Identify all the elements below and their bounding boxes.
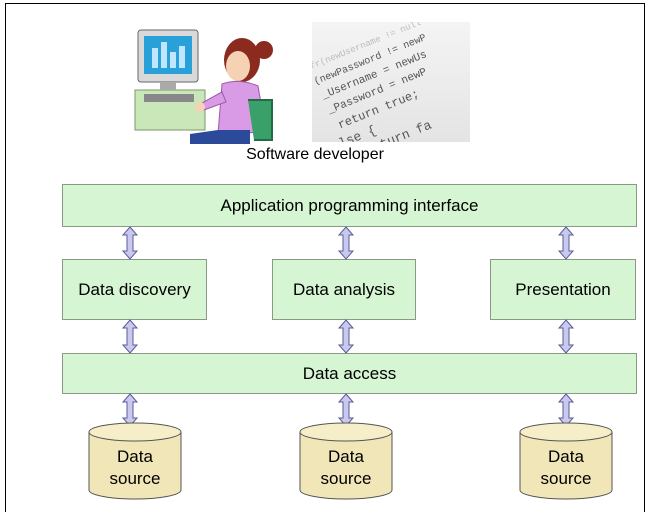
developer-at-computer-icon — [134, 29, 273, 144]
data-discovery-box: Data discovery — [62, 259, 207, 320]
data-access-label: Data access — [302, 363, 397, 383]
data-analysis-box: Data analysis — [272, 259, 416, 320]
double-arrow-icon — [338, 319, 354, 354]
data-discovery-label: Data discovery — [78, 279, 191, 299]
code-snippet-image: fr(newUsername != null (newPassword != n… — [312, 22, 470, 142]
data-analysis-label: Data analysis — [292, 279, 396, 299]
double-arrow-icon — [338, 226, 354, 260]
presentation-label: Presentation — [515, 279, 611, 299]
presentation-box: Presentation — [490, 259, 636, 320]
double-arrow-icon — [122, 319, 138, 354]
developer-caption: Software developer — [246, 146, 384, 163]
double-arrow-icon — [122, 226, 138, 260]
api-label: Application programming interface — [220, 195, 479, 215]
database-icon — [519, 422, 613, 500]
data-access-layer: Data access — [62, 353, 637, 394]
api-layer: Application programming interface — [62, 184, 637, 227]
database-icon — [88, 422, 182, 500]
database-icon — [299, 422, 393, 500]
double-arrow-icon — [558, 226, 574, 260]
double-arrow-icon — [558, 319, 574, 354]
